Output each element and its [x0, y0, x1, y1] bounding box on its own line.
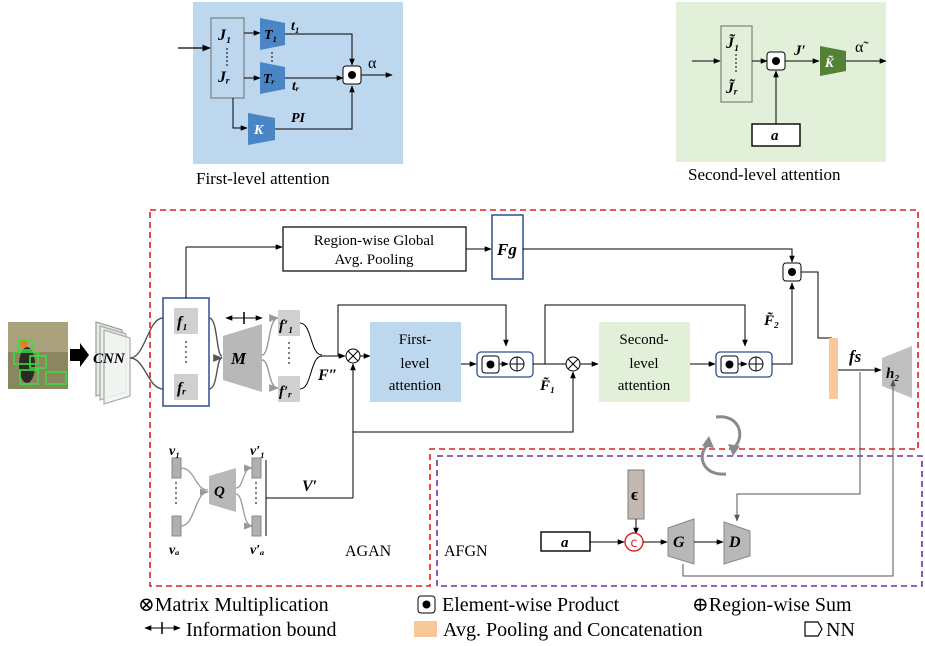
first-att-line3: attention	[389, 378, 442, 394]
legend-matmul: ⊗Matrix Multiplication	[138, 594, 329, 616]
d-block	[723, 521, 751, 565]
fr-prime-label: f′ᵣ	[279, 384, 292, 400]
avg-pool-legend-swatch	[414, 621, 437, 637]
element-product-node-top	[782, 262, 802, 282]
concat-label: c	[630, 536, 637, 551]
j-group-box	[210, 17, 245, 99]
matmul-node-2	[565, 356, 581, 372]
t1-output-label: t₁	[291, 19, 300, 34]
information-bound-icon	[225, 312, 263, 324]
information-bound-legend-icon	[144, 622, 181, 634]
second-level-title: Second-level attention	[688, 165, 841, 184]
matmul-node-1	[345, 348, 361, 364]
m-label: M	[230, 349, 247, 368]
v-prime-label: V′	[302, 478, 317, 495]
legend-elem-product: Element-wise Product	[442, 594, 620, 616]
agan-label: AGAN	[345, 543, 392, 560]
j1-label: J₁	[217, 27, 232, 44]
second-level-attention-block	[599, 322, 690, 402]
fr-block	[174, 374, 198, 400]
second-level-attention-panel: J̃₁ J̃ᵣ J′ K̃ α̃ a Second-level attentio…	[676, 2, 887, 184]
cnn-block: CNN	[93, 321, 131, 405]
f1-prime-label: f′₁	[279, 318, 293, 334]
alternation-icon	[700, 415, 742, 476]
legend: ⊗Matrix Multiplication Information bound…	[138, 594, 855, 641]
v1-label: v₁	[169, 444, 180, 459]
k-label: K	[253, 123, 265, 138]
legend-region-sum: ⊕Region-wise Sum	[692, 594, 852, 616]
va-prime-block	[251, 515, 262, 537]
element-product-legend-icon	[417, 595, 436, 614]
m-block	[223, 324, 262, 392]
g-label: G	[673, 534, 685, 551]
fs-label: fs	[849, 347, 862, 366]
legend-avg-pool: Avg. Pooling and Concatenation	[443, 619, 703, 641]
first-att-line1: First-	[399, 332, 432, 348]
legend-nn: NN	[826, 619, 855, 641]
va-label: vₐ	[169, 543, 179, 558]
v1-prime-label: v′₁	[250, 444, 265, 459]
input-image	[8, 322, 68, 389]
jr-label: Jᵣ	[217, 69, 230, 86]
f1-label: f₁	[177, 314, 188, 331]
region-gap-line2: Avg. Pooling	[335, 252, 414, 268]
h2-label: h₂	[886, 366, 900, 382]
g-block	[667, 518, 695, 565]
jr-tilde-label: J̃ᵣ	[725, 78, 738, 97]
f1-prime-block	[278, 310, 300, 336]
j1-tilde-label: J̃₁	[725, 33, 740, 52]
pi-label: PI	[291, 111, 306, 126]
cnn-label: CNN	[93, 351, 126, 367]
region-gap-line1: Region-wise Global	[314, 233, 434, 249]
first-level-attention-block	[370, 322, 461, 402]
f-double-prime-label: F″	[317, 367, 338, 384]
k-tilde-block	[820, 46, 846, 76]
region-gap-box	[282, 226, 467, 272]
k-tilde-label: K̃	[824, 55, 835, 70]
afgn-label: AFGN	[444, 543, 488, 560]
j-prime-label: J′	[793, 43, 806, 59]
alpha-output-label: α	[368, 55, 377, 72]
v1-prime-block	[251, 457, 262, 479]
product-sum-pair-2	[715, 351, 773, 378]
j-tilde-group-box	[720, 25, 753, 103]
va-block	[171, 515, 182, 537]
epsilon-label: ϵ	[631, 485, 638, 504]
product-sum-pair-1	[476, 351, 534, 378]
nn-legend-icon	[804, 621, 823, 637]
tr-block	[260, 62, 285, 94]
input-arrow	[70, 343, 89, 367]
va-prime-label: v′ₐ	[250, 543, 264, 558]
first-level-attention-panel: J₁ Jᵣ T₁ Tᵣ t₁ tᵣ α K PI First-level att…	[178, 2, 403, 188]
tr-output-label: tᵣ	[292, 79, 300, 94]
afgn-region: AFGN	[436, 455, 923, 587]
second-att-line2: level	[629, 356, 658, 372]
f1-block	[174, 308, 198, 334]
attribute-a-label-1: a	[771, 128, 779, 144]
fg-label: Fg	[496, 240, 517, 259]
q-block	[209, 468, 236, 512]
fr-prime-block	[278, 376, 300, 402]
h2-block	[882, 346, 912, 398]
tr-label: Tᵣ	[263, 72, 276, 87]
t1-block	[260, 18, 285, 50]
first-att-line2: level	[400, 356, 429, 372]
legend-info-bound: Information bound	[186, 619, 337, 641]
v1-block	[171, 457, 182, 479]
f2-tilde-label: F̃₂	[763, 311, 779, 329]
attribute-a-label-2: a	[561, 535, 569, 551]
second-att-line3: attention	[618, 378, 671, 394]
f1-tilde-label: F̃₁	[539, 376, 555, 394]
agan-region: AGAN	[149, 209, 919, 587]
d-label: D	[728, 534, 741, 551]
q-label: Q	[214, 484, 225, 500]
fg-box	[491, 214, 524, 280]
k-block	[248, 113, 275, 145]
fr-label: fᵣ	[177, 380, 186, 397]
t1-label: T₁	[264, 28, 277, 43]
second-att-line1: Second-	[619, 332, 668, 348]
first-level-title: First-level attention	[196, 169, 330, 188]
avg-pool-concat-bar	[829, 338, 838, 399]
